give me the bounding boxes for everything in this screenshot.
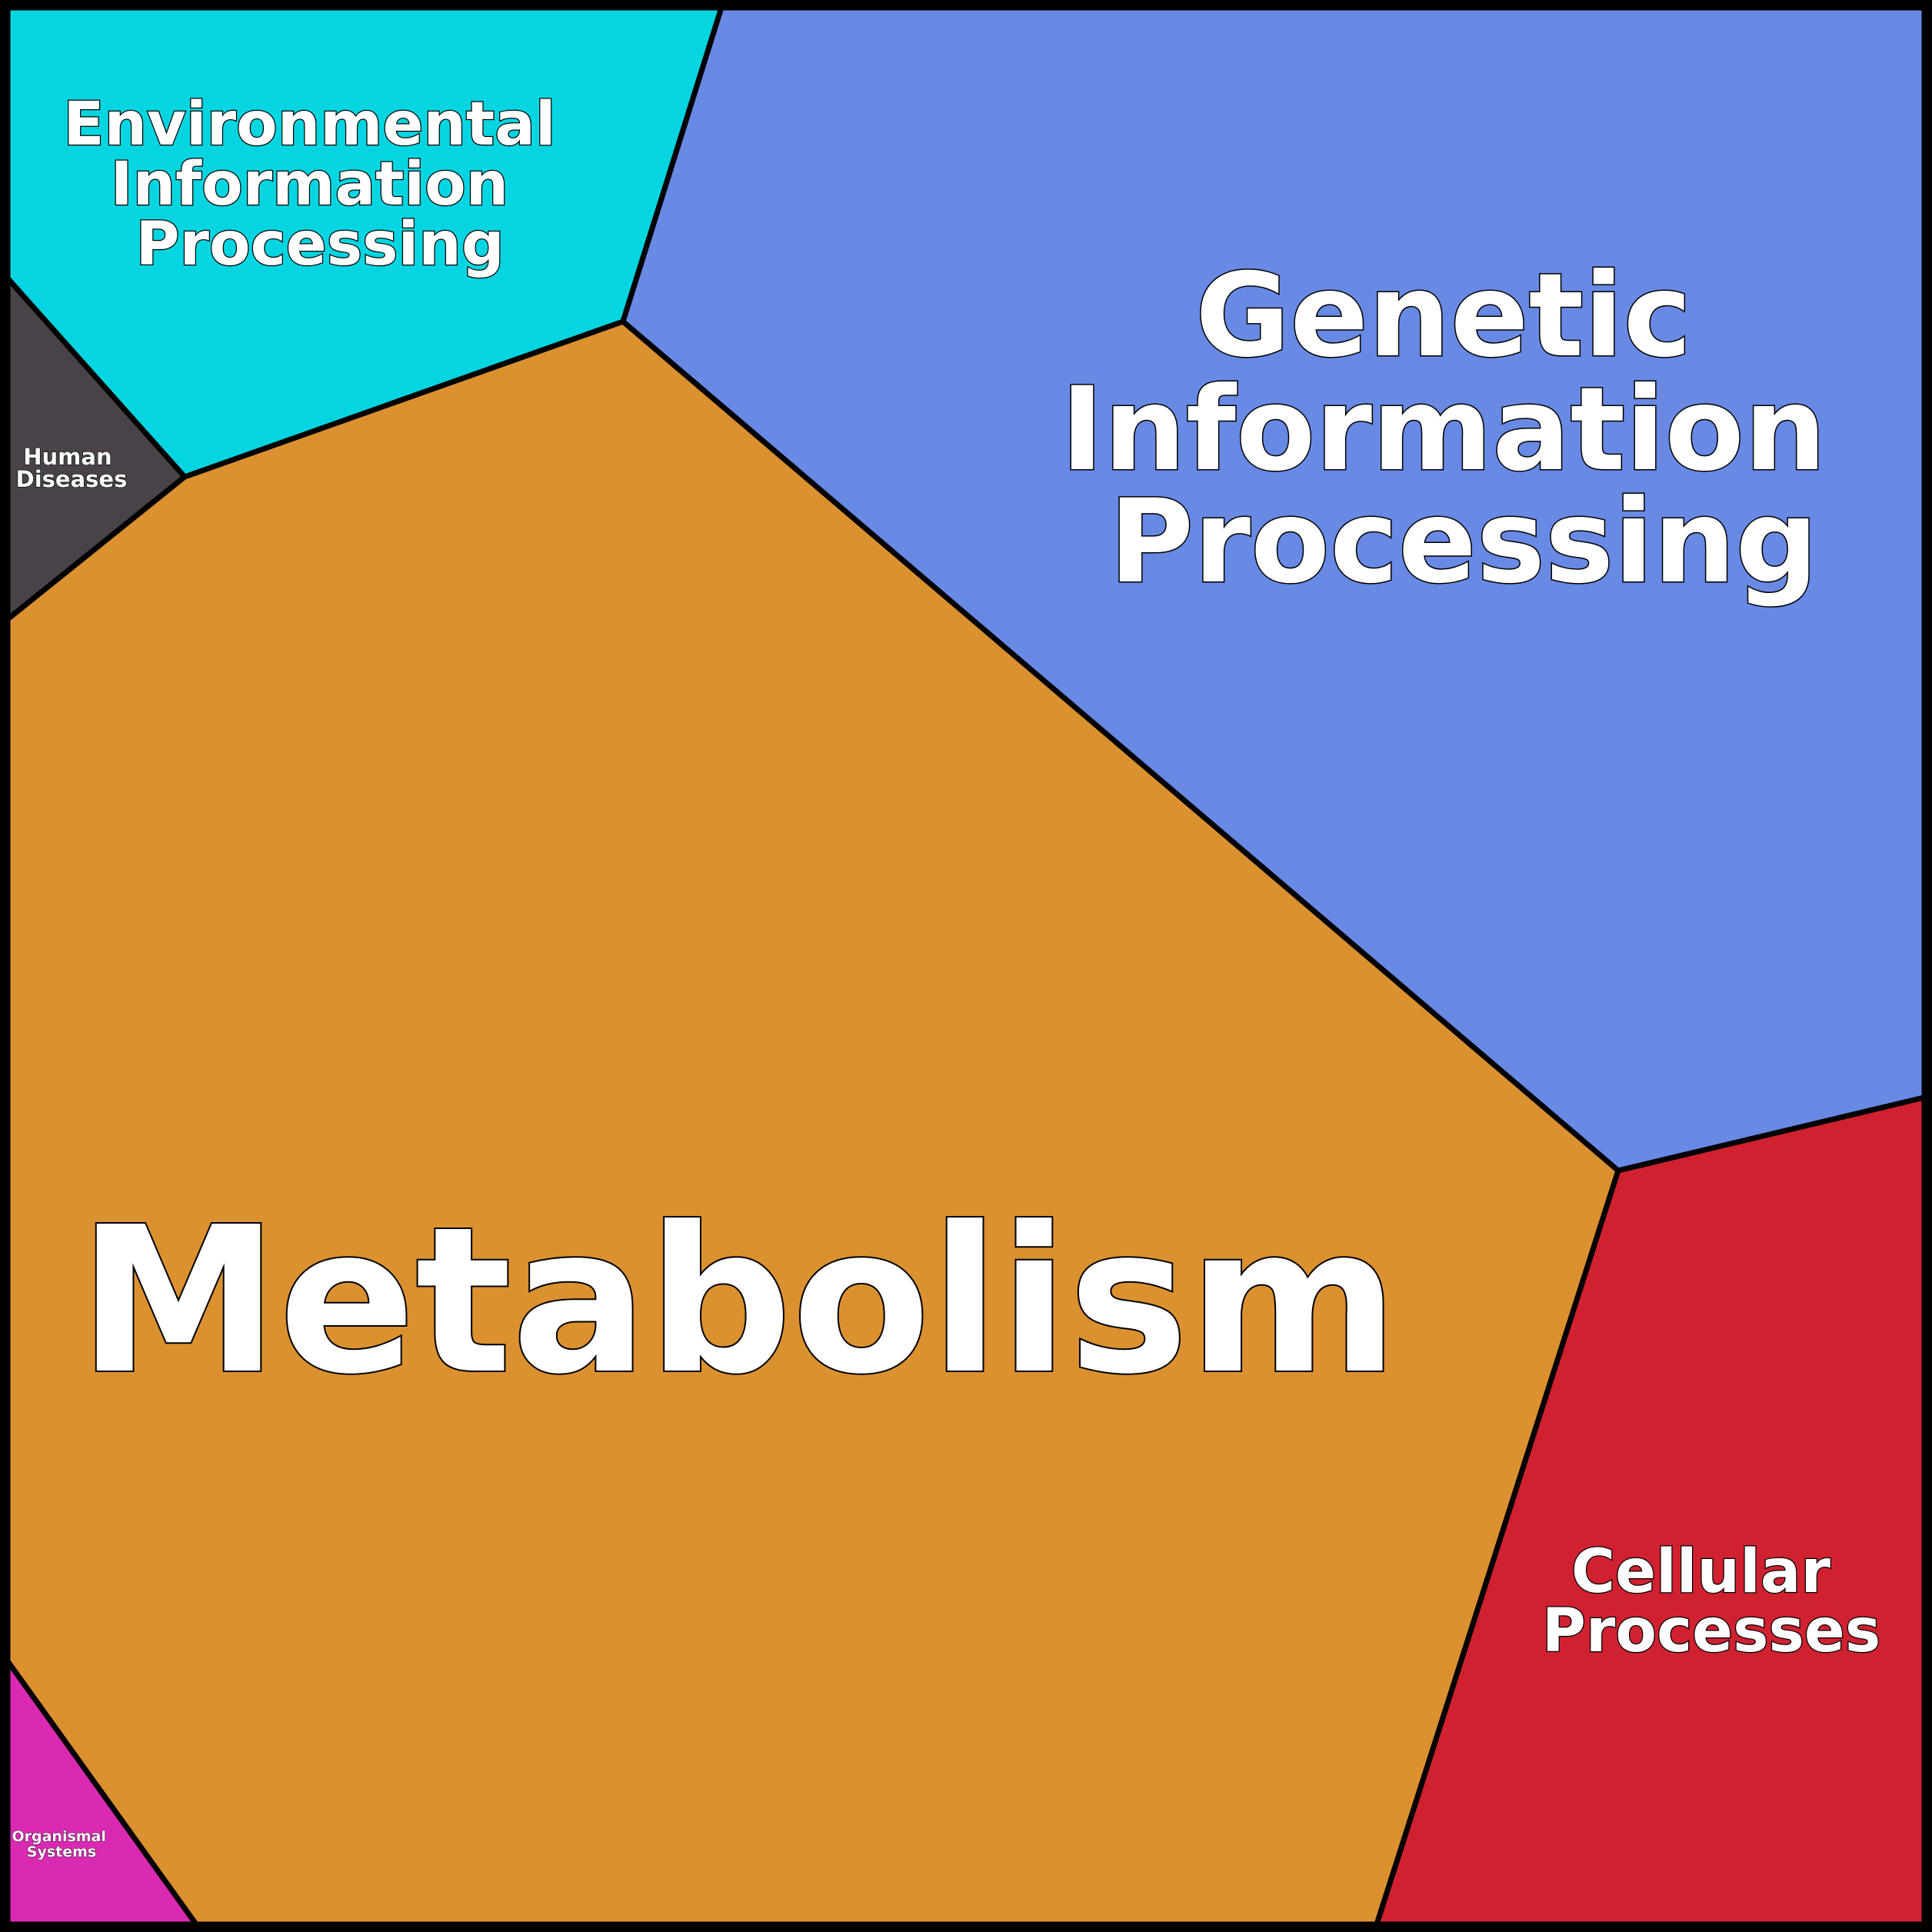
label-human-diseases: Human Diseases [16, 444, 128, 492]
label-cellular-line-1: Cellular [1571, 1537, 1831, 1607]
label-genetic-line-1: Genetic [1195, 249, 1691, 383]
label-environmental-line-2: Information [111, 150, 509, 219]
label-human-diseases-line-1: Human [23, 444, 112, 470]
label-cellular-line-2: Processes [1542, 1597, 1881, 1666]
label-genetic-information-processing: Genetic Information Processing [1061, 249, 1867, 609]
label-cellular-processes: Cellular Processes [1542, 1537, 1881, 1666]
label-environmental-information-processing: Environmental Information Processing [63, 90, 577, 279]
label-metabolism: Metabolism [78, 1184, 1399, 1418]
label-environmental-line-3: Processing [135, 210, 504, 279]
label-human-diseases-line-2: Diseases [16, 466, 128, 492]
label-genetic-line-3: Processing [1109, 475, 1818, 609]
label-organismal-systems: Organismal Systems [12, 1828, 111, 1860]
label-organismal-line-1: Organismal [12, 1828, 105, 1845]
label-environmental-line-1: Environmental [63, 90, 555, 159]
label-organismal-line-2: Systems [27, 1844, 96, 1860]
label-genetic-line-2: Information [1061, 363, 1826, 497]
label-metabolism-line-1: Metabolism [78, 1184, 1399, 1418]
